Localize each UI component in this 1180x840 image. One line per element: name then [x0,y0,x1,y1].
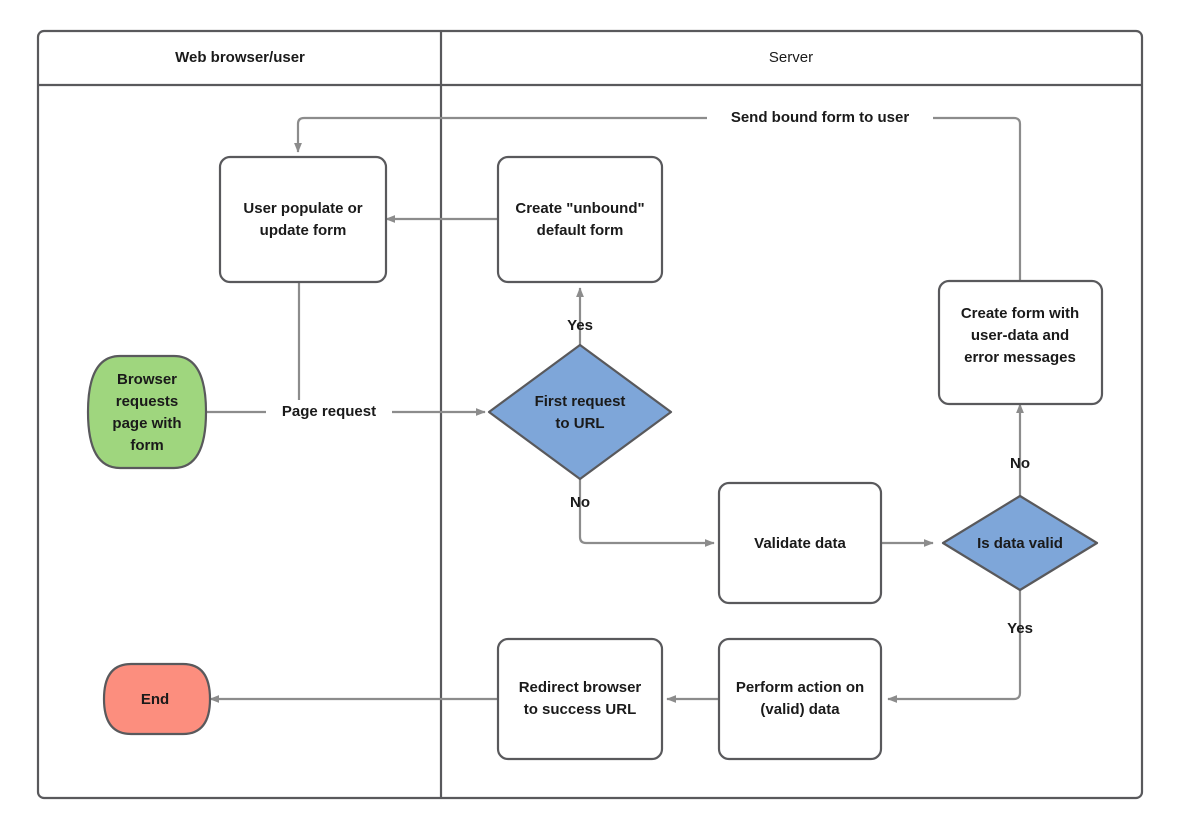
node-is-data-valid[interactable]: Is data valid [941,494,1099,592]
node-shape[interactable] [102,662,212,736]
node-label-line-3: page with [112,415,181,432]
swimlane-outer-frame [36,29,1144,800]
node-label-line-1: Is data valid [977,535,1063,552]
edge-label-is-valid-no: No [1010,455,1030,472]
node-user-populate-or-update-form[interactable]: User populate or update form [218,155,388,284]
node-label-line-1: Validate data [754,535,846,552]
node-label-line-1: Perform action on [736,679,864,696]
node-shape[interactable] [937,279,1104,406]
node-first-request-to-url[interactable]: First request to URL [487,343,673,481]
edge-label-bg [266,400,392,423]
edge-label-page-request-group: Page request [266,400,392,423]
edge-send-bound-form [294,116,1022,281]
node-perform-action-on-valid-data[interactable]: Perform action on (valid) data [717,637,883,761]
node-shape[interactable] [496,637,664,761]
node-label-line-2: requests [116,393,179,410]
edge-first-request-no [578,479,715,547]
node-label-line-1: Redirect browser [519,679,642,696]
node-validate-data[interactable]: Validate data [717,481,883,605]
swimlane-container [36,29,1144,800]
node-label-line-2: to success URL [524,701,637,718]
node-label-line-2: (valid) data [760,701,840,718]
node-label-line-1: Create "unbound" [515,200,644,217]
edge-label-bg [707,106,933,129]
node-shape[interactable] [487,343,673,481]
edge-label-first-request-yes: Yes [567,317,593,334]
edge-label-first-request-no: No [570,494,590,511]
node-shape[interactable] [218,155,388,284]
node-label-line-2: update form [260,222,347,239]
node-end[interactable]: End [102,662,212,736]
edge-isvalid-yes [887,590,1022,703]
node-create-unbound-default-form[interactable]: Create "unbound" default form [496,155,664,284]
node-label-line-1: Browser [117,371,177,388]
node-label-line-1: First request [535,393,626,410]
node-shape[interactable] [717,481,883,605]
edge-label-send-bound-form-group: Send bound form to user [707,106,933,129]
edge-label-page-request: Page request [282,403,376,420]
node-browser-requests-page-with-form[interactable]: Browser requests page with form [86,354,208,470]
node-label-line-4: form [130,437,163,454]
node-label-line-1: End [141,691,169,708]
node-shape[interactable] [717,637,883,761]
node-label-line-2: default form [537,222,624,239]
node-label-line-1: Create form with [961,305,1079,322]
node-redirect-browser-to-success-url[interactable]: Redirect browser to success URL [496,637,664,761]
lane-title-web-browser: Web browser/user [175,49,305,66]
node-shape[interactable] [496,155,664,284]
edge-label-send-bound-form: Send bound form to user [731,109,909,126]
edge-label-is-valid-yes: Yes [1007,620,1033,637]
node-label-line-3: error messages [964,349,1076,366]
node-create-form-with-user-data-and-error-messages[interactable]: Create form with user-data and error mes… [937,279,1104,406]
node-label-line-1: User populate or [243,200,362,217]
node-shape[interactable] [86,354,208,470]
lane-title-server: Server [769,49,813,66]
node-shape[interactable] [941,494,1099,592]
node-label-line-2: user-data and [971,327,1069,344]
node-label-line-2: to URL [555,415,604,432]
